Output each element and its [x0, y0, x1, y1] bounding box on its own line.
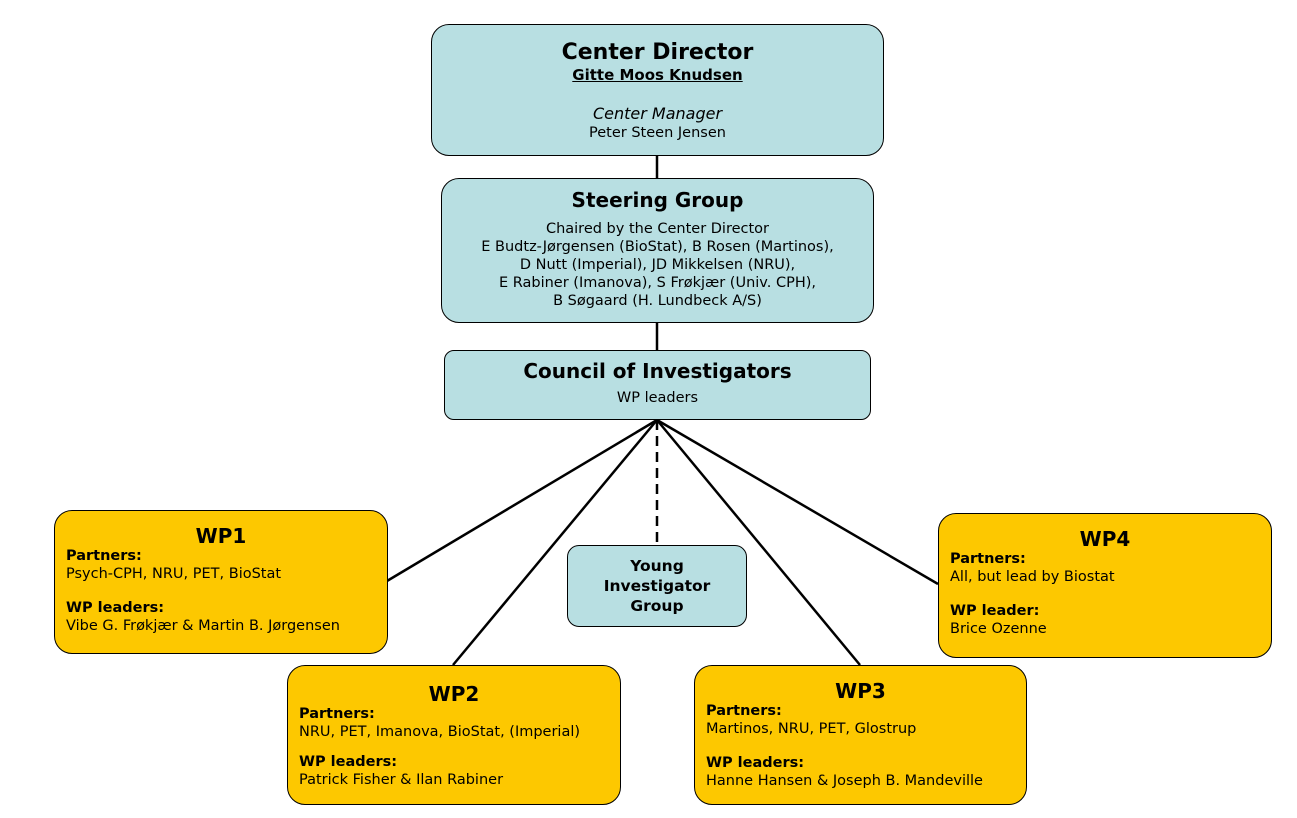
council-box: Council of Investigators WP leaders	[444, 350, 871, 420]
wp1-partners-label: Partners:	[66, 548, 142, 564]
wp3-leaders: Hanne Hansen & Joseph B. Mandeville	[706, 773, 983, 789]
wp4-leaders: Brice Ozenne	[950, 621, 1047, 637]
wp1-leaders-label: WP leaders:	[66, 600, 165, 616]
center-director-box: Center Director Gitte Moos Knudsen Cente…	[431, 24, 884, 156]
steering-group-line: E Rabiner (Imanova), S Frøkjær (Univ. CP…	[498, 275, 817, 291]
wp1-partners: Psych-CPH, NRU, PET, BioStat	[66, 566, 282, 582]
connector-council-wp3	[656, 419, 861, 666]
connector-council-wp1	[386, 418, 658, 583]
young-investigator-box: Young Investigator Group	[567, 545, 747, 627]
wp1-title: WP1	[195, 524, 247, 548]
wp4-leaders-label: WP leader:	[950, 603, 1040, 619]
steering-group-line: B Søgaard (H. Lundbeck A/S)	[553, 293, 762, 309]
center-manager-name: Peter Steen Jensen	[589, 125, 726, 141]
steering-group-line: Chaired by the Center Director	[545, 221, 770, 237]
wp2-leaders: Patrick Fisher & Ilan Rabiner	[299, 772, 504, 788]
wp2-box: WP2 Partners: NRU, PET, Imanova, BioStat…	[287, 665, 621, 805]
council-title: Council of Investigators	[523, 359, 792, 383]
young-investigator-line: Young	[630, 557, 684, 575]
wp4-partners-label: Partners:	[950, 551, 1026, 567]
connector-council-wp2	[452, 419, 658, 666]
wp2-partners-label: Partners:	[299, 706, 375, 722]
wp2-partners: NRU, PET, Imanova, BioStat, (Imperial)	[299, 724, 581, 740]
wp3-partners: Martinos, NRU, PET, Glostrup	[706, 721, 917, 737]
wp3-leaders-label: WP leaders:	[706, 755, 805, 771]
connector-council-wp4	[656, 418, 939, 586]
council-subtitle: WP leaders	[616, 390, 699, 406]
wp4-box: WP4 Partners: All, but lead by Biostat W…	[938, 513, 1272, 658]
wp3-title: WP3	[835, 679, 886, 703]
steering-group-line: D Nutt (Imperial), JD Mikkelsen (NRU),	[519, 257, 796, 273]
center-director-title: Center Director	[561, 40, 754, 65]
wp3-partners-label: Partners:	[706, 703, 782, 719]
steering-group-box: Steering Group Chaired by the Center Dir…	[441, 178, 874, 323]
young-investigator-line: Investigator	[603, 577, 711, 595]
center-manager-title: Center Manager	[592, 104, 723, 123]
wp2-title: WP2	[428, 682, 480, 706]
wp1-leaders: Vibe G. Frøkjær & Martin B. Jørgensen	[66, 618, 340, 634]
wp4-title: WP4	[1079, 527, 1131, 551]
wp4-partners: All, but lead by Biostat	[950, 569, 1115, 585]
wp3-box: WP3 Partners: Martinos, NRU, PET, Glostr…	[694, 665, 1027, 805]
wp1-box: WP1 Partners: Psych-CPH, NRU, PET, BioSt…	[54, 510, 388, 654]
steering-group-title: Steering Group	[571, 188, 744, 212]
young-investigator-line: Group	[630, 597, 684, 615]
center-director-name: Gitte Moos Knudsen	[572, 66, 743, 84]
wp2-leaders-label: WP leaders:	[299, 754, 398, 770]
steering-group-line: E Budtz-Jørgensen (BioStat), B Rosen (Ma…	[481, 239, 834, 255]
